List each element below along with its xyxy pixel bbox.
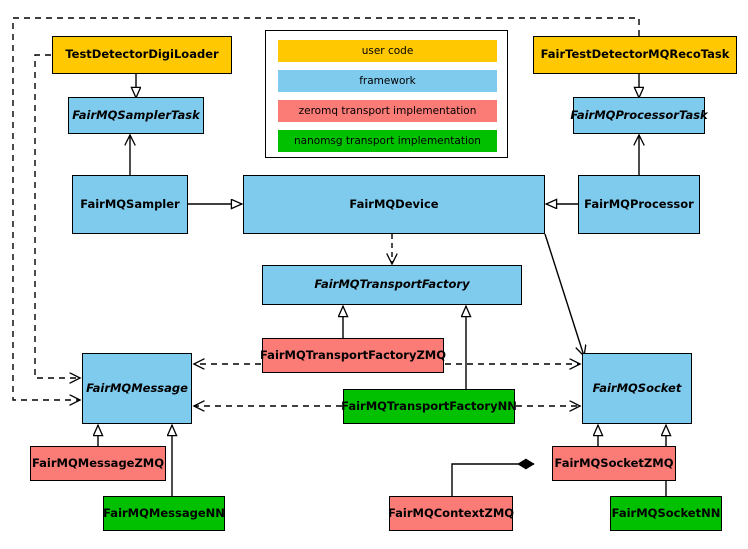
class-label: FairMQSocketZMQ (554, 455, 674, 470)
class-node-fair-mq-socket[interactable]: FairMQSocket (582, 353, 692, 424)
class-label: FairMQTransportFactoryNN (341, 398, 517, 413)
legend-label-user-code: user code (361, 45, 414, 57)
class-node-fair-test-detector-mq-reco-task[interactable]: FairTestDetectorMQRecoTask (533, 36, 737, 74)
class-label: FairMQDevice (349, 196, 439, 211)
class-label: FairMQSamplerTask (72, 107, 200, 122)
class-node-fair-mq-sampler[interactable]: FairMQSampler (72, 175, 188, 234)
class-node-fair-mq-sampler-task[interactable]: FairMQSamplerTask (68, 97, 204, 134)
legend-item-nanomsg: nanomsg transport implementation (278, 130, 497, 152)
class-label: FairTestDetectorMQRecoTask (540, 47, 730, 62)
class-node-fair-mq-processor[interactable]: FairMQProcessor (578, 175, 700, 234)
class-node-fair-mq-device[interactable]: FairMQDevice (243, 175, 545, 234)
class-node-fair-mq-transport-factory-zmq[interactable]: FairMQTransportFactoryZMQ (260, 338, 447, 373)
class-node-fair-mq-message-nn[interactable]: FairMQMessageNN (103, 496, 225, 531)
class-label: FairMQTransportFactory (314, 277, 470, 292)
class-node-fair-mq-transport-factory[interactable]: FairMQTransportFactory (262, 265, 522, 305)
class-label: FairMQMessageNN (103, 505, 225, 520)
class-node-fair-mq-socket-nn[interactable]: FairMQSocketNN (610, 496, 722, 531)
class-node-fair-mq-message[interactable]: FairMQMessage (82, 353, 192, 424)
legend-item-user-code: user code (278, 40, 497, 62)
class-node-fair-mq-message-zmq[interactable]: FairMQMessageZMQ (30, 446, 166, 481)
class-label: FairMQMessage (86, 380, 188, 395)
legend-label-nanomsg: nanomsg transport implementation (294, 135, 481, 147)
class-label: FairMQSocketNN (611, 505, 721, 520)
class-label: FairMQMessageZMQ (31, 455, 165, 470)
class-node-fair-mq-context-zmq[interactable]: FairMQContextZMQ (387, 496, 515, 531)
class-label: FairMQTransportFactoryZMQ (260, 347, 447, 362)
class-label: FairMQContextZMQ (387, 505, 515, 520)
class-label: FairMQSampler (80, 196, 180, 211)
legend-item-zeromq: zeromq transport implementation (278, 100, 497, 122)
legend-item-framework: framework (278, 70, 497, 92)
class-node-fair-mq-transport-factory-nn[interactable]: FairMQTransportFactoryNN (341, 389, 517, 424)
legend-label-zeromq: zeromq transport implementation (298, 105, 477, 117)
class-label: FairMQProcessor (584, 196, 694, 211)
edge-contextzmq-socketzmq (451, 464, 534, 496)
class-label: TestDetectorDigiLoader (65, 47, 219, 62)
edge-device-socket (544, 233, 584, 356)
class-label: FairMQProcessorTask (570, 107, 708, 122)
legend-panel: user code framework zeromq transport imp… (265, 30, 508, 158)
class-node-fair-mq-processor-task[interactable]: FairMQProcessorTask (570, 97, 708, 134)
class-node-fair-mq-socket-zmq[interactable]: FairMQSocketZMQ (552, 446, 676, 481)
class-label: FairMQSocket (592, 380, 682, 395)
legend-label-framework: framework (359, 75, 416, 87)
class-node-test-detector-digi-loader[interactable]: TestDetectorDigiLoader (52, 36, 232, 74)
